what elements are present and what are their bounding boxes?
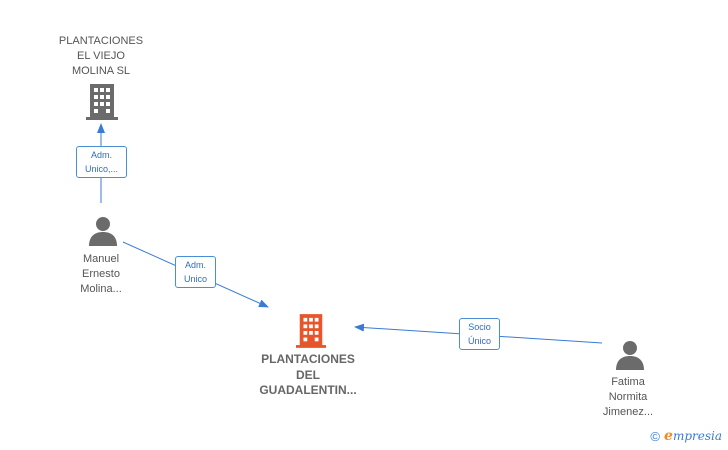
edge-label-line: Adm.	[184, 260, 206, 270]
person-fatima-line: Normita	[608, 391, 648, 403]
person-fatima-icon[interactable]	[615, 340, 645, 370]
person-fatima-line: Fatima	[611, 376, 645, 388]
company-main-building-icon[interactable]	[296, 314, 326, 348]
edge-label-line: Adm.	[90, 150, 112, 160]
brand-rest: mpresia	[672, 429, 722, 443]
edge-label-adm-unico-main[interactable]: Adm. Unico	[175, 256, 216, 288]
empresia-logo[interactable]: empresia	[664, 428, 722, 444]
edge-label-line: Socio	[468, 322, 491, 332]
company-main-line: DEL	[296, 367, 320, 382]
company-main-line: GUADALENTIN...	[259, 383, 357, 397]
edge-label-socio-unico[interactable]: Socio Único	[459, 318, 500, 350]
person-manuel-label[interactable]: Manuel Ernesto Molina...	[61, 252, 141, 297]
company-top-line: PLANTACIONES	[58, 35, 144, 47]
company-top-line: EL VIEJO	[77, 50, 125, 62]
company-top-label[interactable]: PLANTACIONES EL VIEJO MOLINA SL	[41, 34, 161, 79]
company-top-building-icon[interactable]	[86, 84, 118, 120]
company-main-label[interactable]: PLANTACIONES DEL GUADALENTIN...	[248, 352, 368, 399]
company-main-line: PLANTACIONES	[261, 352, 355, 366]
edge-label-line: Unico,...	[84, 164, 118, 174]
edge-label-line: Único	[467, 336, 491, 346]
person-fatima-label[interactable]: Fatima Normita Jimenez...	[588, 375, 668, 420]
edge-label-adm-unico-top[interactable]: Adm. Unico,...	[76, 146, 127, 178]
edge-label-line: Unico	[183, 274, 207, 284]
company-top-line: MOLINA SL	[71, 65, 131, 77]
person-fatima-line: Jimenez...	[602, 406, 654, 418]
person-manuel-line: Ernesto	[82, 268, 120, 280]
brand-first-letter: e	[664, 428, 673, 444]
person-manuel-line: Molina...	[80, 283, 122, 295]
copyright-symbol: ©	[650, 428, 661, 444]
footer-brand: © empresia	[650, 428, 722, 444]
person-manuel-icon[interactable]	[88, 216, 118, 246]
person-manuel-line: Manuel	[82, 253, 120, 265]
